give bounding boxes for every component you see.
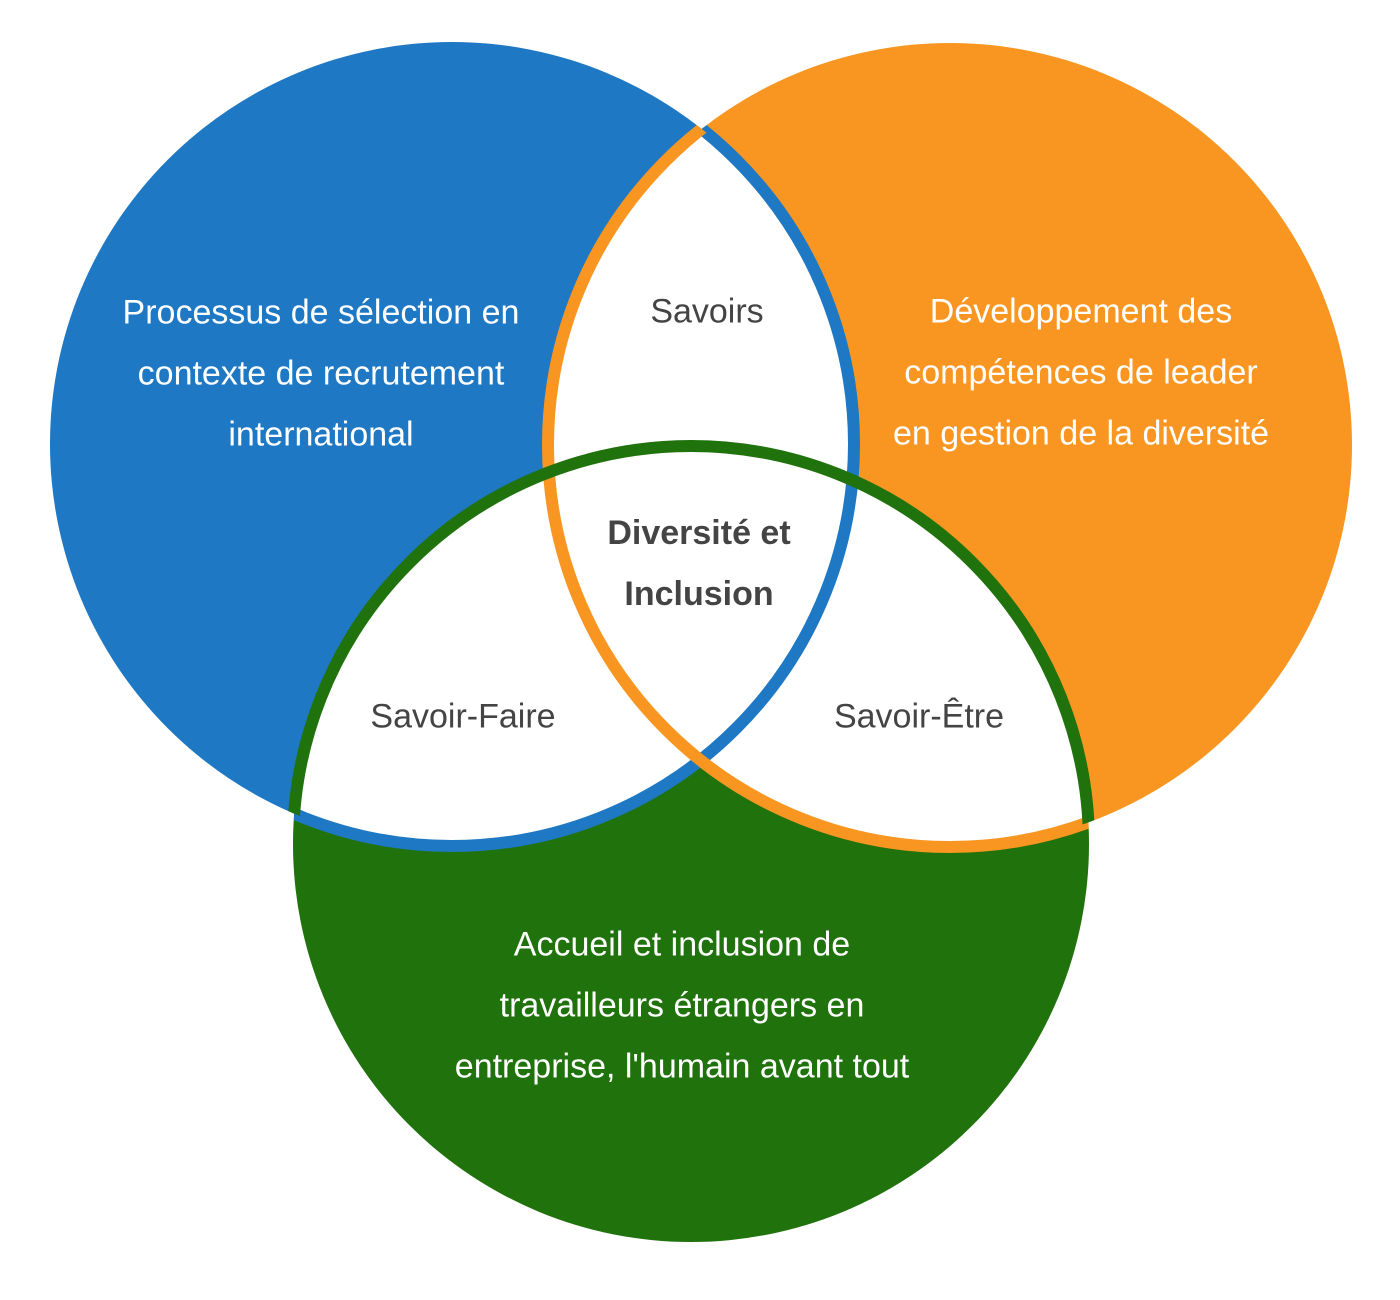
label-line: Inclusion xyxy=(624,575,774,613)
green-set-label: Accueil et inclusion de travailleurs étr… xyxy=(455,915,909,1098)
orange-set-label: Développement des compétences de leader … xyxy=(893,282,1269,465)
label-line: international xyxy=(228,415,414,454)
label-line: Processus de sélection en xyxy=(122,293,520,332)
label-line: travailleurs étrangers en xyxy=(499,986,865,1025)
label-line: entreprise, l'humain avant tout xyxy=(454,1047,910,1086)
label-line: Accueil et inclusion de xyxy=(513,925,851,964)
label-line: compétences de leader xyxy=(904,353,1258,392)
center-label: Diversité et Inclusion xyxy=(607,503,790,625)
label-line: Développement des xyxy=(929,292,1233,331)
blue-set-label: Processus de sélection en contexte de re… xyxy=(123,283,520,466)
label-line: en gestion de la diversité xyxy=(892,414,1270,453)
label-line: contexte de recrutement xyxy=(137,354,505,393)
intersection-savoir-etre: Savoir-Être xyxy=(833,697,1005,736)
intersection-savoirs: Savoirs xyxy=(650,292,764,331)
blue-outline xyxy=(293,43,860,852)
label-line: Diversité et xyxy=(607,514,791,552)
intersection-savoir-faire: Savoir-Faire xyxy=(370,697,556,736)
